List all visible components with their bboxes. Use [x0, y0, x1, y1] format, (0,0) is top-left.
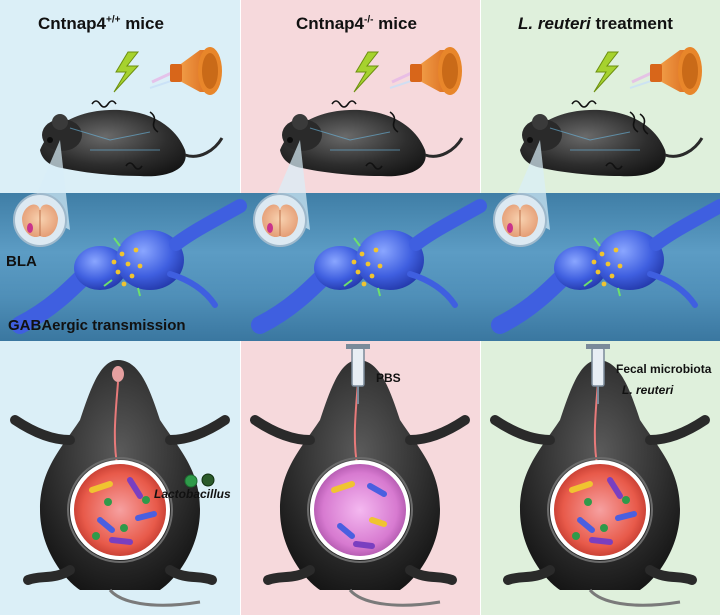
panel-title-treatment: L. reuteri treatment: [518, 14, 673, 33]
fecal-microbiota-label: Fecal microbiota: [616, 362, 712, 376]
synapse-illustrations: [11, 170, 720, 334]
lightning-icon: [113, 51, 140, 93]
lreuteri-label: L. reuteri: [622, 383, 674, 397]
bla-label: BLA: [6, 253, 37, 270]
neuron-synapse-icon: [11, 199, 247, 334]
brain-slice-icon: [13, 193, 67, 247]
lactobacillus-label: Lactobacillus: [154, 487, 231, 501]
gaba-label: GABAergic transmission: [8, 317, 186, 334]
pbs-label: PBS: [376, 371, 401, 385]
syringe-icon: [346, 344, 370, 404]
syringe-icon: [586, 344, 610, 404]
top-illustrations: [40, 45, 704, 178]
bacteria-icon: [184, 473, 215, 488]
gut-illustrations: [10, 344, 720, 615]
gut-microbiota-icon: [67, 457, 173, 563]
speaker-icon: [170, 47, 222, 95]
panel-title-wildtype: Cntnap4+/+ mice: [38, 14, 164, 33]
mouse-icon: [40, 109, 224, 177]
panel-title-knockout: Cntnap4-/- mice: [296, 14, 417, 33]
gut-microbiota-icon: [307, 457, 413, 563]
gut-microbiota-icon: [547, 457, 653, 563]
